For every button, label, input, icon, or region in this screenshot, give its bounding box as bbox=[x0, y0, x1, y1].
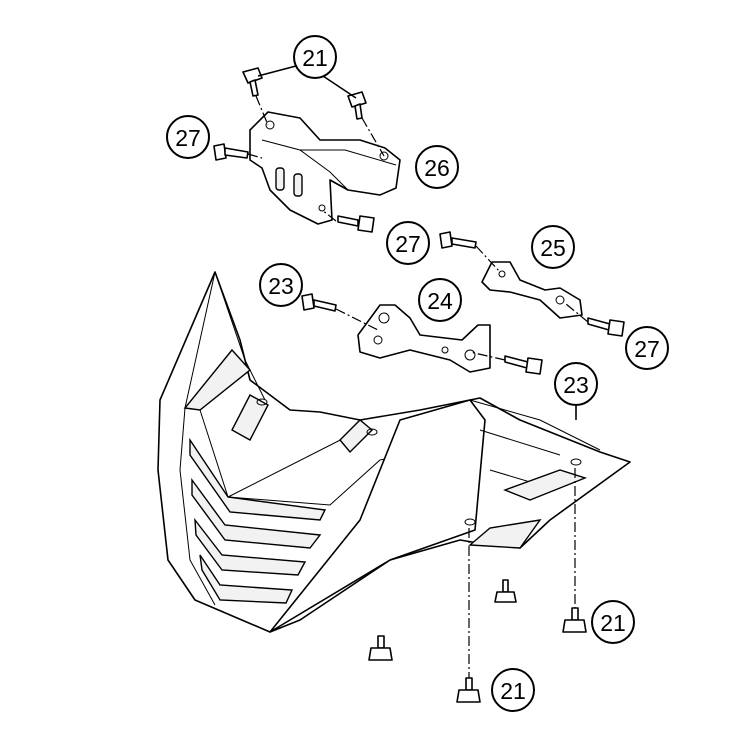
callout-21-right: 21 bbox=[591, 600, 635, 644]
svg-text:23: 23 bbox=[268, 273, 294, 299]
leader-lines bbox=[257, 65, 577, 420]
assembly-axes bbox=[247, 95, 589, 678]
callout-24: 24 bbox=[418, 278, 462, 322]
svg-text:23: 23 bbox=[563, 372, 589, 398]
bolt-icon bbox=[562, 607, 587, 633]
bolt-icon bbox=[368, 635, 393, 661]
callout-21-bottom: 21 bbox=[491, 668, 535, 712]
callout-23-left: 23 bbox=[259, 263, 303, 307]
bolt-icon bbox=[439, 231, 477, 249]
bolt-icon bbox=[494, 579, 517, 603]
callout-27-right: 27 bbox=[625, 326, 669, 370]
svg-text:27: 27 bbox=[634, 336, 660, 362]
callout-25: 25 bbox=[531, 225, 575, 269]
bolt-icon bbox=[587, 317, 625, 337]
bolt-icon bbox=[242, 67, 263, 97]
callout-21-top: 21 bbox=[293, 35, 337, 79]
bracket-24 bbox=[357, 304, 491, 373]
bolt-icon bbox=[213, 143, 249, 161]
bolt-icon bbox=[456, 677, 481, 703]
bracket-25 bbox=[481, 261, 583, 319]
bolt-icon bbox=[504, 355, 543, 375]
bolt-icon bbox=[347, 91, 367, 120]
bolts bbox=[213, 67, 625, 703]
bolt-icon bbox=[301, 293, 337, 312]
callout-27-mid: 27 bbox=[386, 221, 430, 265]
svg-text:25: 25 bbox=[540, 235, 566, 261]
svg-text:27: 27 bbox=[175, 125, 201, 151]
svg-text:21: 21 bbox=[600, 610, 626, 636]
front-fairing bbox=[157, 271, 631, 633]
slot bbox=[275, 167, 285, 191]
slot bbox=[293, 173, 303, 197]
svg-text:21: 21 bbox=[500, 678, 526, 704]
svg-text:21: 21 bbox=[302, 45, 328, 71]
svg-text:26: 26 bbox=[424, 155, 450, 181]
svg-text:24: 24 bbox=[427, 288, 453, 314]
callout-23-right: 23 bbox=[554, 362, 598, 406]
upper-bracket bbox=[249, 111, 401, 225]
bolt-icon bbox=[337, 215, 375, 233]
callout-26: 26 bbox=[415, 145, 459, 189]
svg-text:27: 27 bbox=[395, 231, 421, 257]
callout-27-left: 27 bbox=[166, 115, 210, 159]
